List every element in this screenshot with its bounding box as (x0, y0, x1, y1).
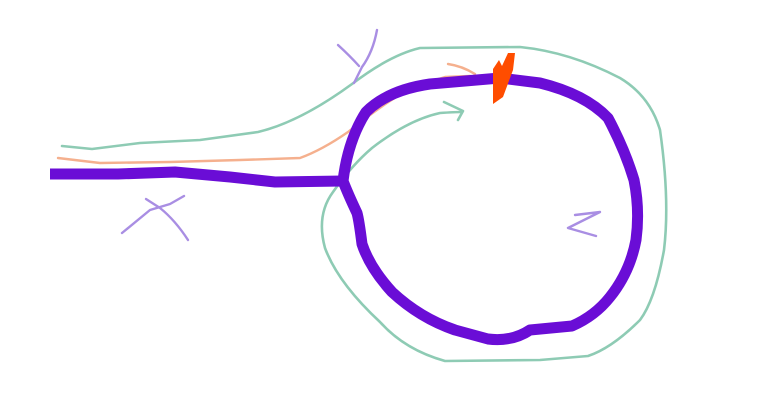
track-stem (50, 166, 344, 188)
outer-outline-arrowhead (442, 100, 465, 122)
label-z-glyph (566, 210, 602, 238)
inner-outline-hook (446, 62, 477, 76)
track-loop (337, 72, 644, 346)
label-y-glyph (336, 28, 379, 85)
marker-shape (493, 53, 515, 104)
label-x-glyph (120, 194, 190, 242)
outer-outline-curve (60, 45, 668, 363)
